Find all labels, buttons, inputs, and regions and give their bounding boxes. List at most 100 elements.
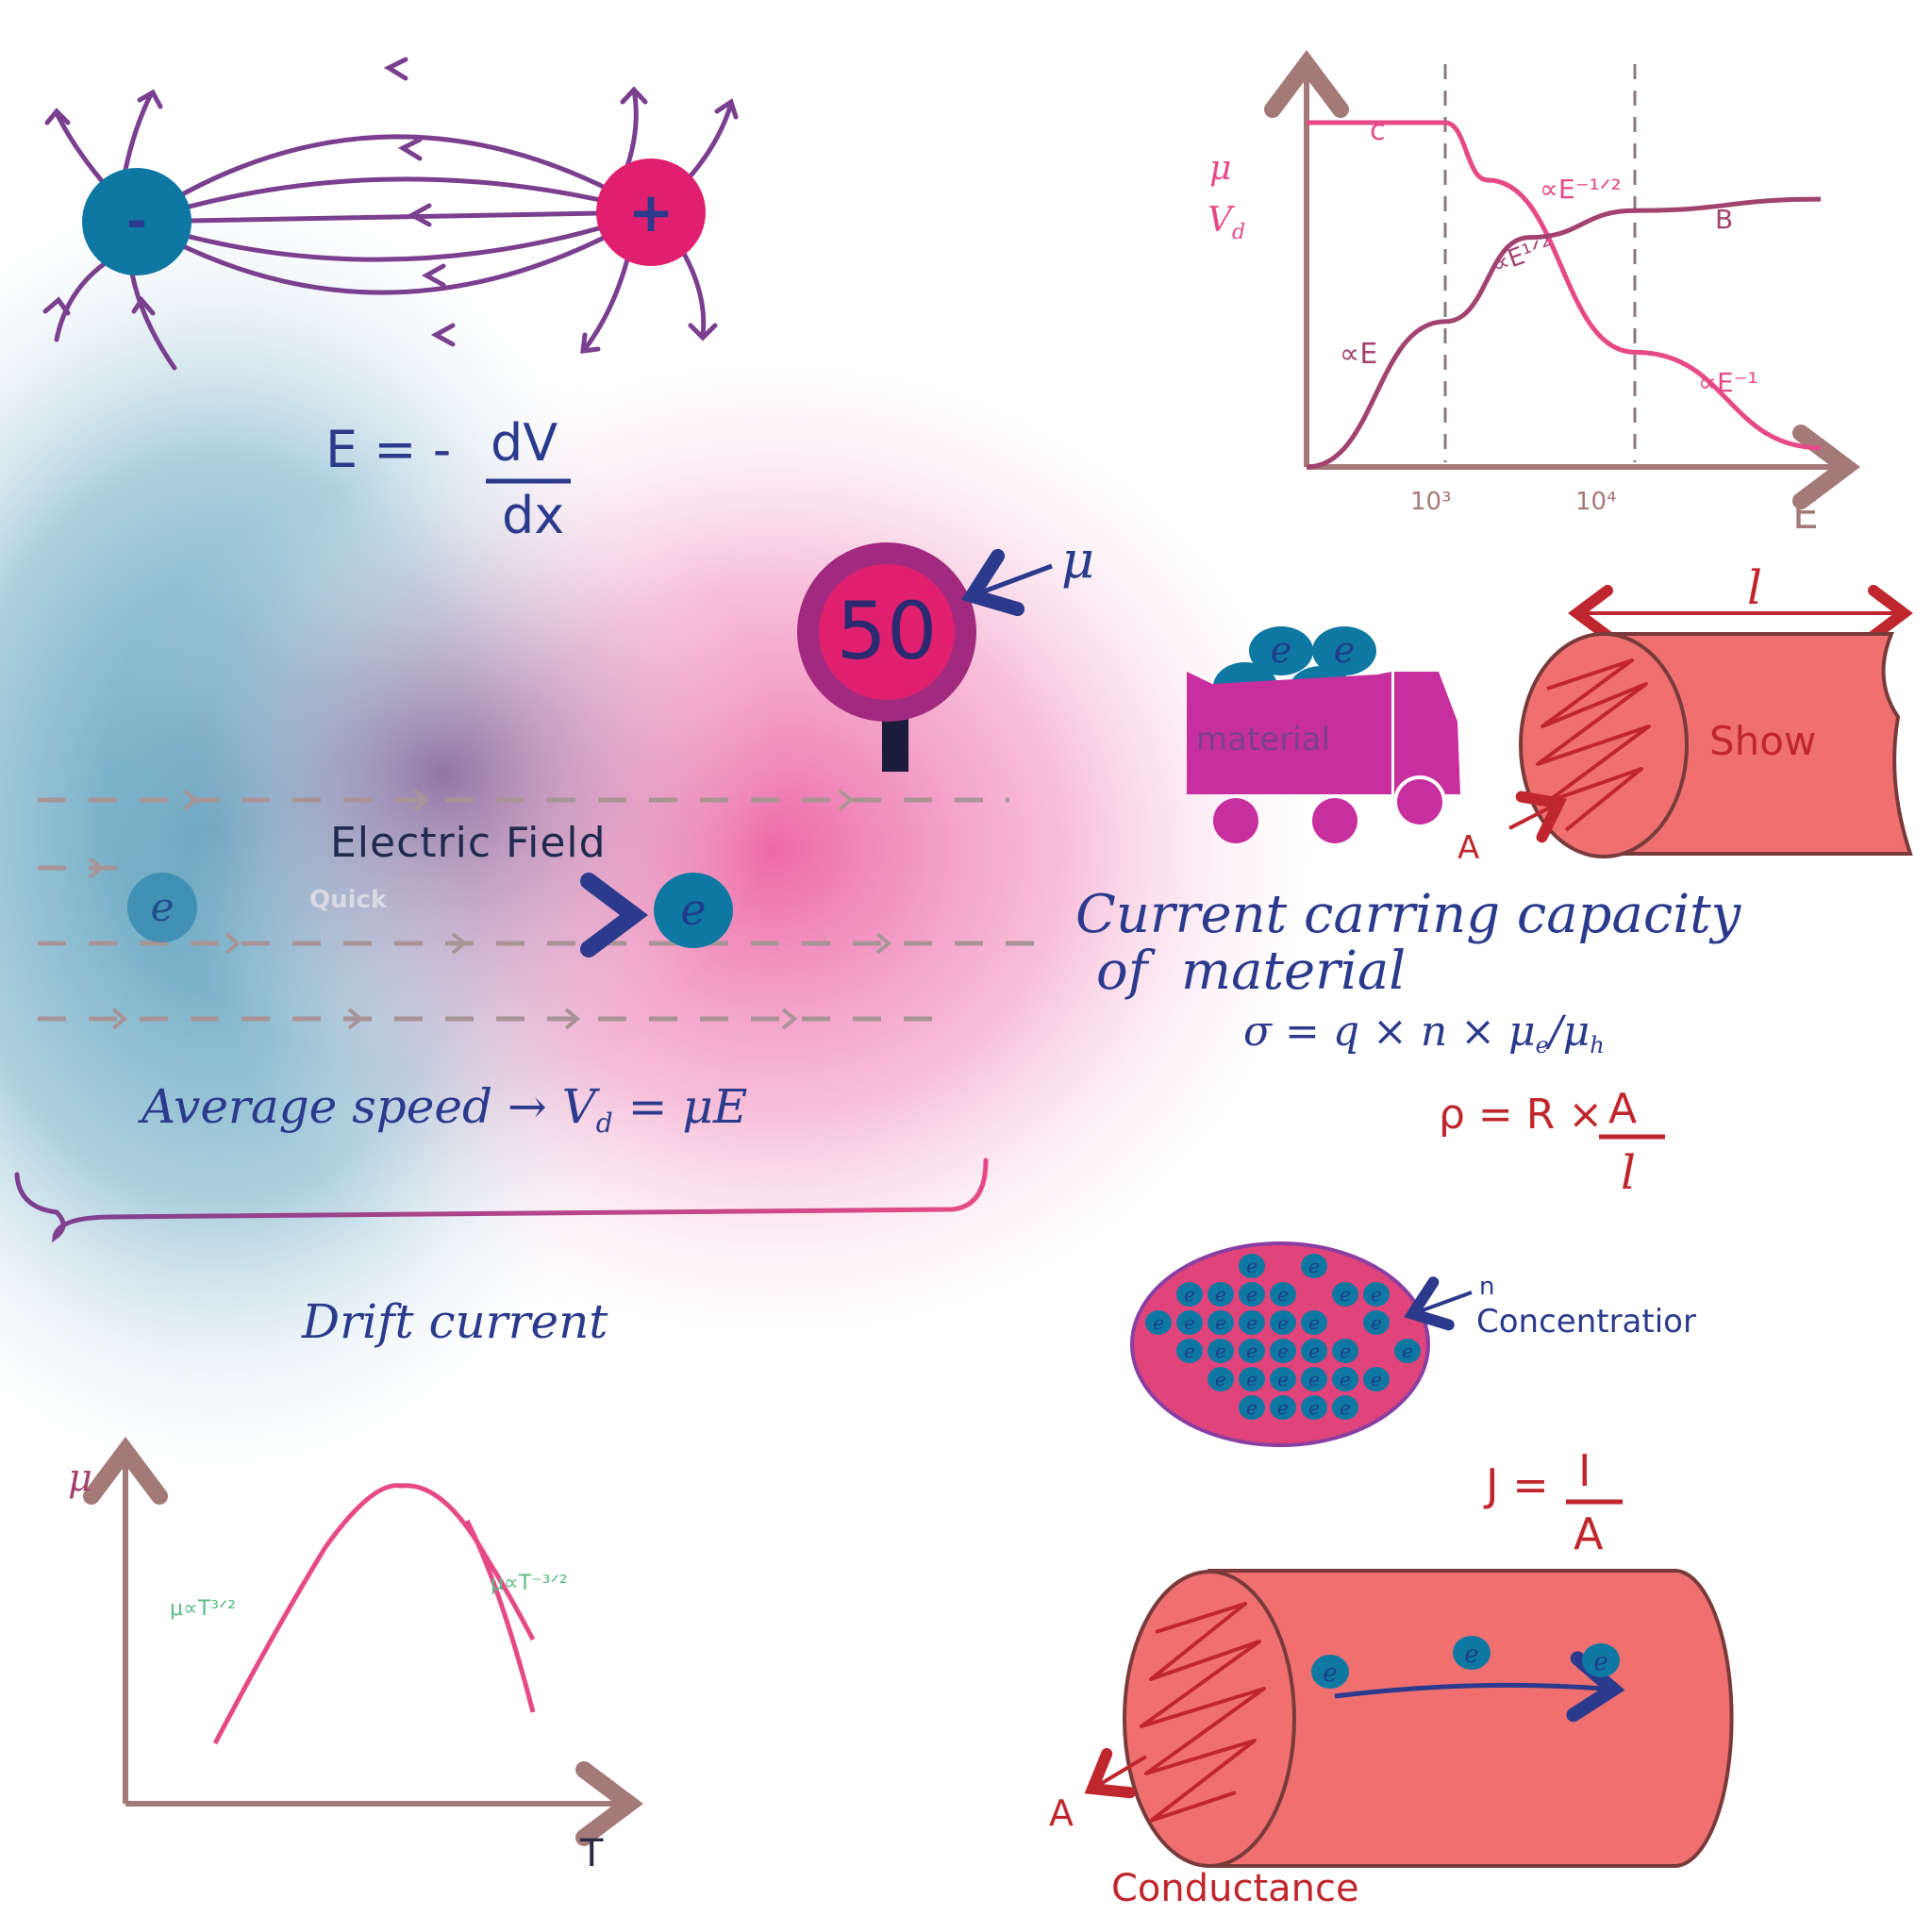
- concentration-electron-label: e: [1184, 1340, 1195, 1362]
- wire-top: l Show A: [1457, 560, 1913, 867]
- concentration-electron-label: e: [1308, 1368, 1320, 1391]
- field-equation-denominator: dx: [502, 486, 564, 545]
- field-line-arrows: [88, 789, 892, 1030]
- speed-sign-mu: μ: [1061, 530, 1094, 590]
- concentration-electron: [1332, 1339, 1358, 1363]
- concentration-electron: [1332, 1282, 1358, 1307]
- concentration-electron-label: e: [1184, 1283, 1195, 1306]
- wire-top-body: [1602, 632, 1913, 856]
- concentration-electron: [1270, 1339, 1296, 1363]
- curve-c-label: c: [1370, 114, 1386, 147]
- wire-length-label: l: [1747, 560, 1762, 615]
- current-density-num: I: [1578, 1445, 1591, 1496]
- concentration-electron: [1208, 1310, 1234, 1335]
- annotation-e: ∝E: [1340, 338, 1377, 371]
- concentration-electron: [1301, 1367, 1327, 1391]
- annotation-e-minus-half: ∝E⁻¹ᐟ²: [1540, 174, 1622, 205]
- temp-chart-left-note: μ∝T³ᐟ²: [170, 1597, 236, 1621]
- concentration-electron: [1239, 1310, 1265, 1335]
- svg-text:Average speed → Vd = μE: Average speed → Vd = μE: [138, 1079, 747, 1139]
- concentration-label: Concentratior: [1476, 1303, 1696, 1341]
- concentration-electron: [1176, 1339, 1203, 1363]
- quick-label: Quick: [309, 886, 388, 914]
- concentration-electron-label: e: [1184, 1311, 1195, 1334]
- concentration-electron: [1270, 1395, 1296, 1420]
- concentration-electron: [1332, 1367, 1358, 1391]
- truck-body: [1187, 672, 1391, 794]
- drift-current-title: Drift current: [301, 1294, 608, 1349]
- concentration-electron: [1239, 1282, 1265, 1307]
- wire-top-area-label: A: [1457, 829, 1479, 867]
- concentration-electron-label: e: [1340, 1340, 1351, 1362]
- chart-x-label: E: [1792, 491, 1819, 539]
- concentration-electron-label: e: [1371, 1283, 1382, 1306]
- curve-b-label: B: [1715, 204, 1733, 235]
- chart-x-tick-2: 10⁴: [1575, 488, 1617, 516]
- average-speed-sub: d: [596, 1108, 613, 1139]
- concentration-electron-label: e: [1308, 1340, 1320, 1362]
- positive-charge: +: [596, 158, 706, 266]
- chart-y-label-vd: Vd: [1208, 201, 1245, 244]
- negative-charge-label: -: [126, 193, 147, 250]
- concentration-electron: [1363, 1282, 1390, 1307]
- concentration-electron: [1239, 1254, 1265, 1278]
- concentration-electron-label: e: [1371, 1311, 1382, 1334]
- concentration-electron-label: e: [1308, 1311, 1320, 1334]
- svg-text:e: e: [1593, 1648, 1607, 1676]
- curve-c: [1307, 120, 1822, 451]
- speed-limit-sign: 50 μ: [797, 530, 1094, 772]
- concentration-electron-label: e: [1277, 1340, 1289, 1362]
- resistivity-numerator: A: [1608, 1085, 1637, 1133]
- svg-text:e: e: [1323, 1659, 1337, 1688]
- resistivity-denominator: l: [1621, 1145, 1636, 1200]
- wire-bottom: e e e A Conductance: [1049, 1569, 1734, 1910]
- mobility-field-chart: μ Vd E 10³ 10⁴ c B ∝E⁻¹ᐟ² ∝E¹ᐟ² ∝E ∝E⁻¹: [1208, 50, 1860, 539]
- temp-chart-y-label: μ: [68, 1457, 92, 1500]
- electron-start: e: [127, 873, 197, 942]
- electron-start-label: e: [151, 884, 175, 930]
- truck-cab: [1394, 672, 1460, 794]
- concentration-electron: [1363, 1367, 1390, 1391]
- temp-chart-right-note: μ∝T⁻³ᐟ²: [491, 1572, 568, 1595]
- chart-x-tick-1: 10³: [1410, 488, 1452, 516]
- concentration-electron-label: e: [1246, 1311, 1257, 1334]
- resistivity-lhs: ρ = R ×: [1439, 1091, 1603, 1139]
- concentration-electron: [1270, 1367, 1296, 1391]
- electron-end-label: e: [680, 884, 706, 935]
- conductivity-formula: σ = q × n × μe/μh: [1243, 1008, 1605, 1058]
- negative-charge: -: [82, 168, 192, 275]
- concentration-electron-label: e: [1215, 1340, 1226, 1362]
- concentration-electron: [1239, 1395, 1265, 1420]
- svg-text:e: e: [1271, 629, 1292, 671]
- concentration-symbol: n: [1479, 1273, 1494, 1301]
- dipole-field-diagram: [42, 57, 739, 371]
- curve-b: [1306, 196, 1822, 470]
- svg-text:e: e: [1334, 629, 1356, 671]
- drift-brace: [14, 1158, 989, 1243]
- concentration-electron-label: e: [1340, 1283, 1351, 1306]
- concentration-electron-label: e: [1402, 1340, 1413, 1362]
- field-lines-dashed: [38, 797, 1047, 1022]
- concentration-electron-label: e: [1246, 1396, 1257, 1419]
- concentration-electron: [1208, 1367, 1234, 1391]
- capacity-line-1: Current carring capacity: [1075, 884, 1742, 945]
- average-speed-formula: Average speed → Vd = μE: [138, 1079, 747, 1139]
- wire-top-show-label: Show: [1709, 718, 1816, 764]
- concentration-electron-label: e: [1153, 1311, 1164, 1334]
- current-density-formula: J = I A: [1483, 1445, 1623, 1559]
- concentration-electron-label: e: [1246, 1368, 1257, 1391]
- concentration-electron-label: e: [1215, 1311, 1226, 1334]
- concentration-electron-label: e: [1246, 1340, 1257, 1362]
- capacity-line-2: of material: [1096, 941, 1406, 1002]
- wire-bottom-area-label: A: [1049, 1792, 1074, 1834]
- wire-bottom-face-scribble: [1140, 1602, 1266, 1823]
- electron-truck: e e material: [1187, 626, 1460, 843]
- concentration-electron: [1270, 1310, 1296, 1335]
- annotation-e-minus-one: ∝E⁻¹: [1698, 367, 1758, 398]
- electron-end: e: [654, 873, 733, 948]
- concentration-electron-label: e: [1308, 1255, 1320, 1277]
- concentration-electron-label: e: [1340, 1368, 1351, 1391]
